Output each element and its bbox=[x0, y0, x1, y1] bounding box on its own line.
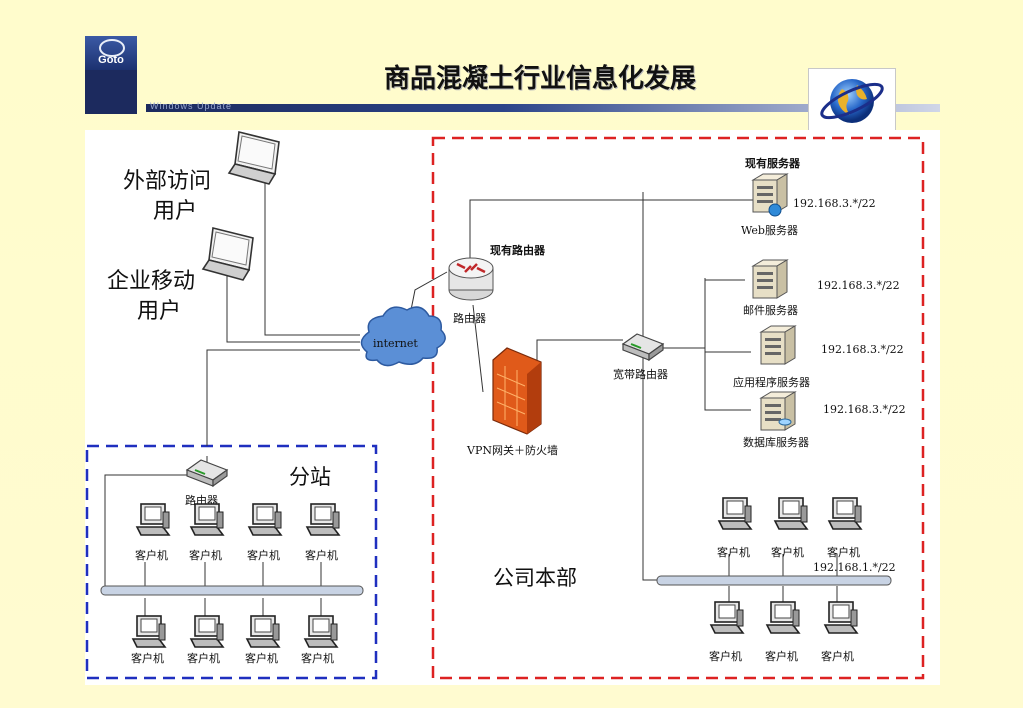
client-label: 客户机 bbox=[189, 548, 222, 562]
ip-app: 192.168.3.*/22 bbox=[821, 343, 904, 356]
client-label: 客户机 bbox=[247, 548, 280, 562]
hq-backbone-bar bbox=[656, 575, 892, 586]
vpn-label: VPN网关＋防火墙 bbox=[466, 443, 558, 457]
branch-region bbox=[85, 444, 378, 680]
app-server-label: 应用程序服务器 bbox=[733, 375, 810, 389]
main-router-icon bbox=[448, 257, 494, 301]
client-label: 客户机 bbox=[821, 649, 854, 663]
client-label: 客户机 bbox=[245, 651, 278, 665]
client-icon bbox=[766, 601, 800, 634]
ip-clients-hq: 192.168.1.*/22 bbox=[813, 561, 896, 574]
branch-label: 分站 bbox=[289, 465, 331, 489]
firewall-icon bbox=[492, 347, 542, 435]
logo-text: Goto bbox=[98, 54, 124, 66]
globe-image bbox=[808, 68, 896, 132]
logo-ring-icon bbox=[99, 39, 125, 57]
mail-server-label: 邮件服务器 bbox=[743, 304, 798, 317]
main-router-label: 路由器 bbox=[453, 311, 486, 325]
goto-logo: Goto bbox=[85, 36, 137, 114]
broadband-router-label: 宽带路由器 bbox=[613, 367, 668, 381]
client-icon bbox=[248, 503, 282, 536]
mobile-user-laptop-icon bbox=[202, 227, 254, 281]
client-label: 客户机 bbox=[135, 548, 168, 562]
internet-label: internet bbox=[373, 337, 418, 350]
ip-web: 192.168.3.*/22 bbox=[793, 197, 876, 210]
client-icon bbox=[304, 615, 338, 648]
client-label: 客户机 bbox=[709, 649, 742, 663]
db-server-label: 数据库服务器 bbox=[743, 435, 809, 449]
mobile-user-label-2: 用户 bbox=[137, 299, 181, 324]
branch-clients-top: 客户机 客户机 客户机 客户机 bbox=[135, 503, 340, 562]
title-bar: Windows Update bbox=[146, 101, 940, 112]
client-icon bbox=[132, 615, 166, 648]
client-icon bbox=[136, 503, 170, 536]
client-label: 客户机 bbox=[717, 545, 750, 559]
client-label: 客户机 bbox=[301, 651, 334, 665]
client-icon bbox=[824, 601, 858, 634]
client-label: 客户机 bbox=[131, 651, 164, 665]
branch-router-icon bbox=[186, 459, 228, 487]
client-label: 客户机 bbox=[827, 545, 860, 559]
globe-icon bbox=[820, 79, 884, 123]
page-title: 商品混凝土行业信息化发展 bbox=[383, 64, 696, 94]
app-server-icon bbox=[760, 325, 796, 365]
internet-cloud-icon bbox=[360, 306, 446, 367]
client-icon bbox=[718, 497, 752, 530]
client-label: 客户机 bbox=[305, 548, 338, 562]
external-user-label-2: 用户 bbox=[153, 199, 197, 224]
broadband-router-icon bbox=[622, 333, 664, 361]
bar-ghost-text: Windows Update bbox=[150, 101, 233, 111]
client-label: 客户机 bbox=[771, 545, 804, 559]
client-icon bbox=[246, 615, 280, 648]
servers-title: 现有服务器 bbox=[745, 156, 801, 170]
branch-clients-bottom: 客户机 客户机 客户机 客户机 bbox=[131, 615, 338, 665]
client-icon bbox=[710, 601, 744, 634]
client-label: 客户机 bbox=[765, 649, 798, 663]
ip-mail: 192.168.3.*/22 bbox=[817, 279, 900, 292]
client-icon bbox=[828, 497, 862, 530]
diagram-canvas: 外部访问 用户 企业移动 用户 internet 现有路由器 路由器 VPN网关… bbox=[85, 130, 940, 685]
external-user-laptop-icon bbox=[228, 131, 280, 185]
hq-region bbox=[431, 136, 925, 680]
hq-clients-top: 客户机 客户机 客户机 bbox=[717, 497, 862, 559]
main-router-title: 现有路由器 bbox=[490, 243, 546, 257]
client-icon bbox=[190, 503, 224, 536]
external-user-label: 外部访问 bbox=[123, 169, 211, 194]
db-cylinder-icon bbox=[778, 418, 792, 426]
network-diagram: 外部访问 用户 企业移动 用户 internet 现有路由器 路由器 VPN网关… bbox=[85, 131, 925, 680]
mail-server-icon bbox=[752, 259, 788, 299]
web-server-label: Web服务器 bbox=[741, 224, 798, 237]
client-icon bbox=[774, 497, 808, 530]
client-icon bbox=[190, 615, 224, 648]
client-icon bbox=[306, 503, 340, 536]
web-globe-icon bbox=[768, 203, 782, 217]
mobile-user-label: 企业移动 bbox=[107, 269, 195, 294]
client-label: 客户机 bbox=[187, 651, 220, 665]
branch-backbone-bar bbox=[100, 585, 364, 596]
hq-clients-bottom: 客户机 客户机 客户机 bbox=[709, 601, 858, 663]
ip-db: 192.168.3.*/22 bbox=[823, 403, 906, 416]
hq-label: 公司本部 bbox=[493, 566, 577, 590]
